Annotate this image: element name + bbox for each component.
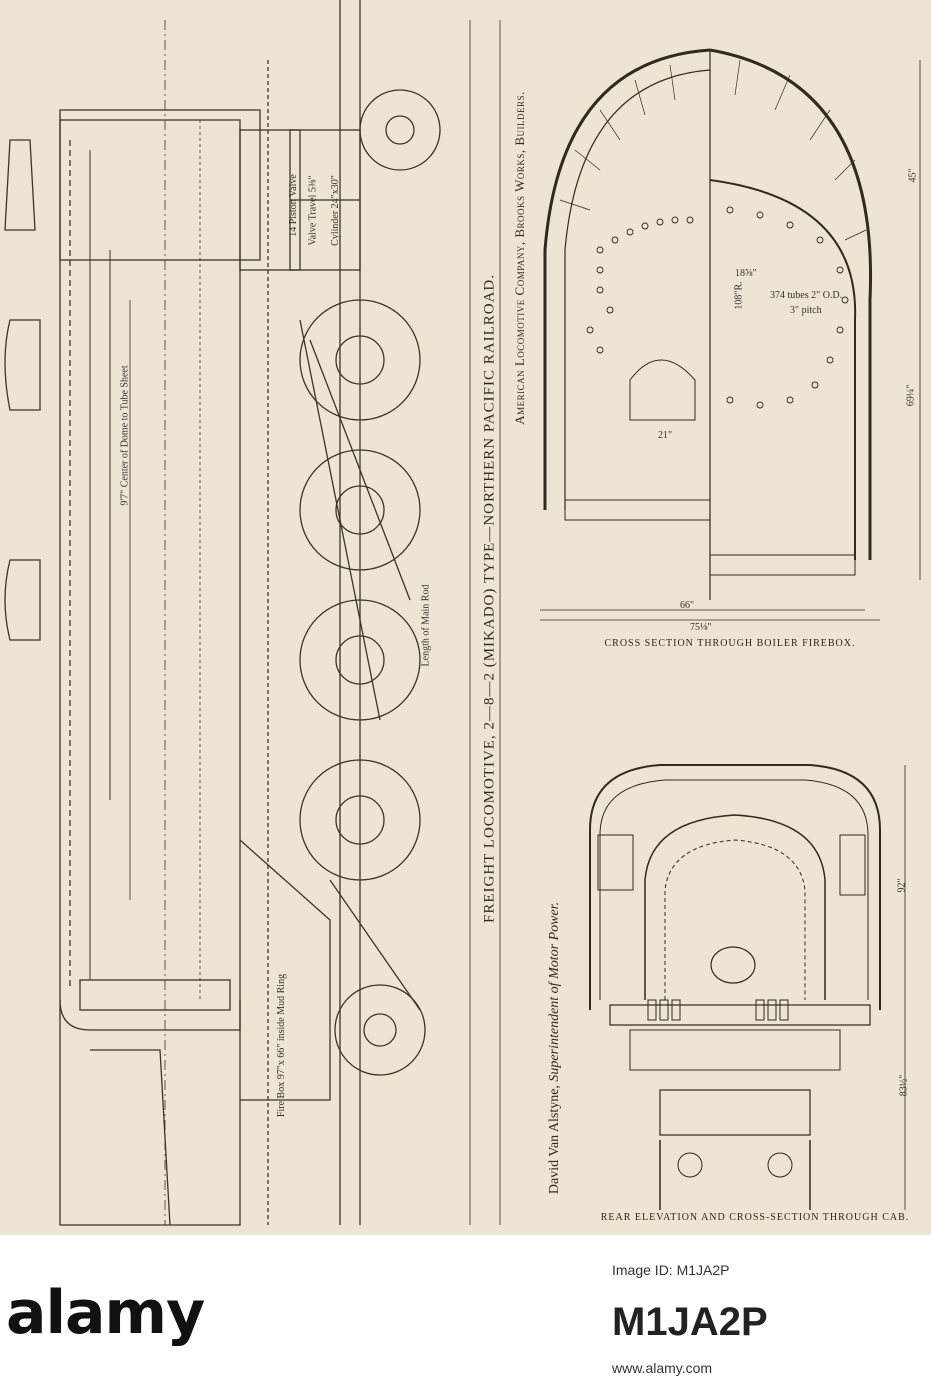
alamy-logo: alamy xyxy=(6,1278,205,1348)
label-dim-75: 75⅛" xyxy=(690,622,712,633)
author-name: David Van Alstyne, xyxy=(547,1085,562,1195)
label-dim-18: 18⅝" xyxy=(735,268,757,279)
caption-cab: REAR ELEVATION AND CROSS-SECTION THROUGH… xyxy=(600,1212,910,1223)
firebox-cross-section xyxy=(540,48,921,621)
label-fire-box: Fire Box 97"x 66" inside Mud Ring xyxy=(276,973,288,1118)
document-page: 14 Piston Valve Valve Travel 5⅜" Cylinde… xyxy=(4,0,921,1235)
label-piston-valve: 14 Piston Valve xyxy=(287,174,299,237)
locomotive-side-elevation xyxy=(4,0,501,1226)
label-radius: 108"R. xyxy=(733,281,745,310)
label-main-rod: Length of Main Rod xyxy=(420,584,432,667)
caption-firebox: CROSS SECTION THROUGH BOILER FIREBOX. xyxy=(604,638,856,649)
label-dim-45: 45" xyxy=(907,168,919,183)
page-title: FREIGHT LOCOMOTIVE, 2—8—2 (MIKADO) TYPE—… xyxy=(481,274,498,924)
author-line: David Van Alstyne, Superintendent of Mot… xyxy=(547,838,563,1235)
label-valve-travel: Valve Travel 5⅜" xyxy=(307,175,319,246)
watermark-url: www.alamy.com xyxy=(612,1360,713,1376)
builder-line: American Locomotive Company, Brooks Work… xyxy=(512,91,527,425)
cab-rear-elevation xyxy=(589,764,906,1210)
label-dome-to-tube: 9'7" Center of Dome to Tube Sheet xyxy=(119,365,131,506)
label-dim-66: 66" xyxy=(680,600,695,611)
image-code: M1JA2P xyxy=(612,1300,768,1344)
label-dim-83: 83½" xyxy=(898,1074,910,1097)
label-tubes: 374 tubes 2" O.D. xyxy=(770,290,843,301)
label-pitch: 3" pitch xyxy=(790,305,822,316)
label-dim-92: 92" xyxy=(896,878,908,893)
image-id: Image ID: M1JA2P xyxy=(612,1262,730,1278)
label-cylinder: Cylinder 24"x30" xyxy=(329,175,341,246)
watermark-band xyxy=(0,1235,931,1390)
label-dim-21: 21" xyxy=(658,430,673,441)
author-role: Superintendent of Motor Power. xyxy=(547,901,562,1082)
label-dim-69: 69¼" xyxy=(905,384,917,407)
